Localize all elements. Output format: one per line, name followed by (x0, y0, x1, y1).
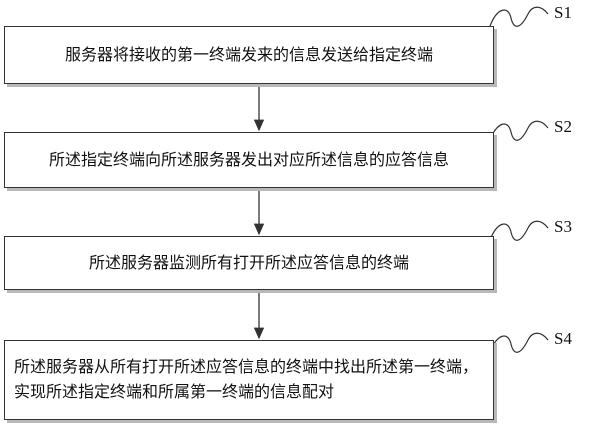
step-text-s2: 所述指定终端向所述服务器发出对应所述信息的应答信息 (48, 149, 449, 169)
step-box-s3: 所述服务器监测所有打开所述应答信息的终端 (4, 236, 494, 290)
leader-line-s2 (489, 120, 549, 141)
leader-line-s4 (489, 332, 549, 353)
step-label-s1: S1 (554, 3, 572, 22)
step-label-s2: S2 (554, 117, 572, 136)
step-box-s4: 所述服务器从所有打开所述应答信息的终端中找出所述第一终端，实现所述指定终端和所属… (4, 340, 494, 420)
step-box-s1: 服务器将接收的第一终端发来的信息发送给指定终端 (4, 26, 494, 84)
step-text-s4: 所述服务器从所有打开所述应答信息的终端中找出所述第一终端，实现所述指定终端和所属… (14, 357, 479, 401)
step-text-s1: 服务器将接收的第一终端发来的信息发送给指定终端 (64, 44, 433, 64)
step-label-s4: S4 (554, 329, 572, 348)
leader-line-s1 (489, 6, 549, 27)
leader-line-s3 (489, 220, 549, 241)
step-box-s2: 所述指定终端向所述服务器发出对应所述信息的应答信息 (4, 132, 494, 188)
step-text-s3: 所述服务器监测所有打开所述应答信息的终端 (88, 252, 409, 272)
step-label-s3: S3 (554, 217, 572, 236)
